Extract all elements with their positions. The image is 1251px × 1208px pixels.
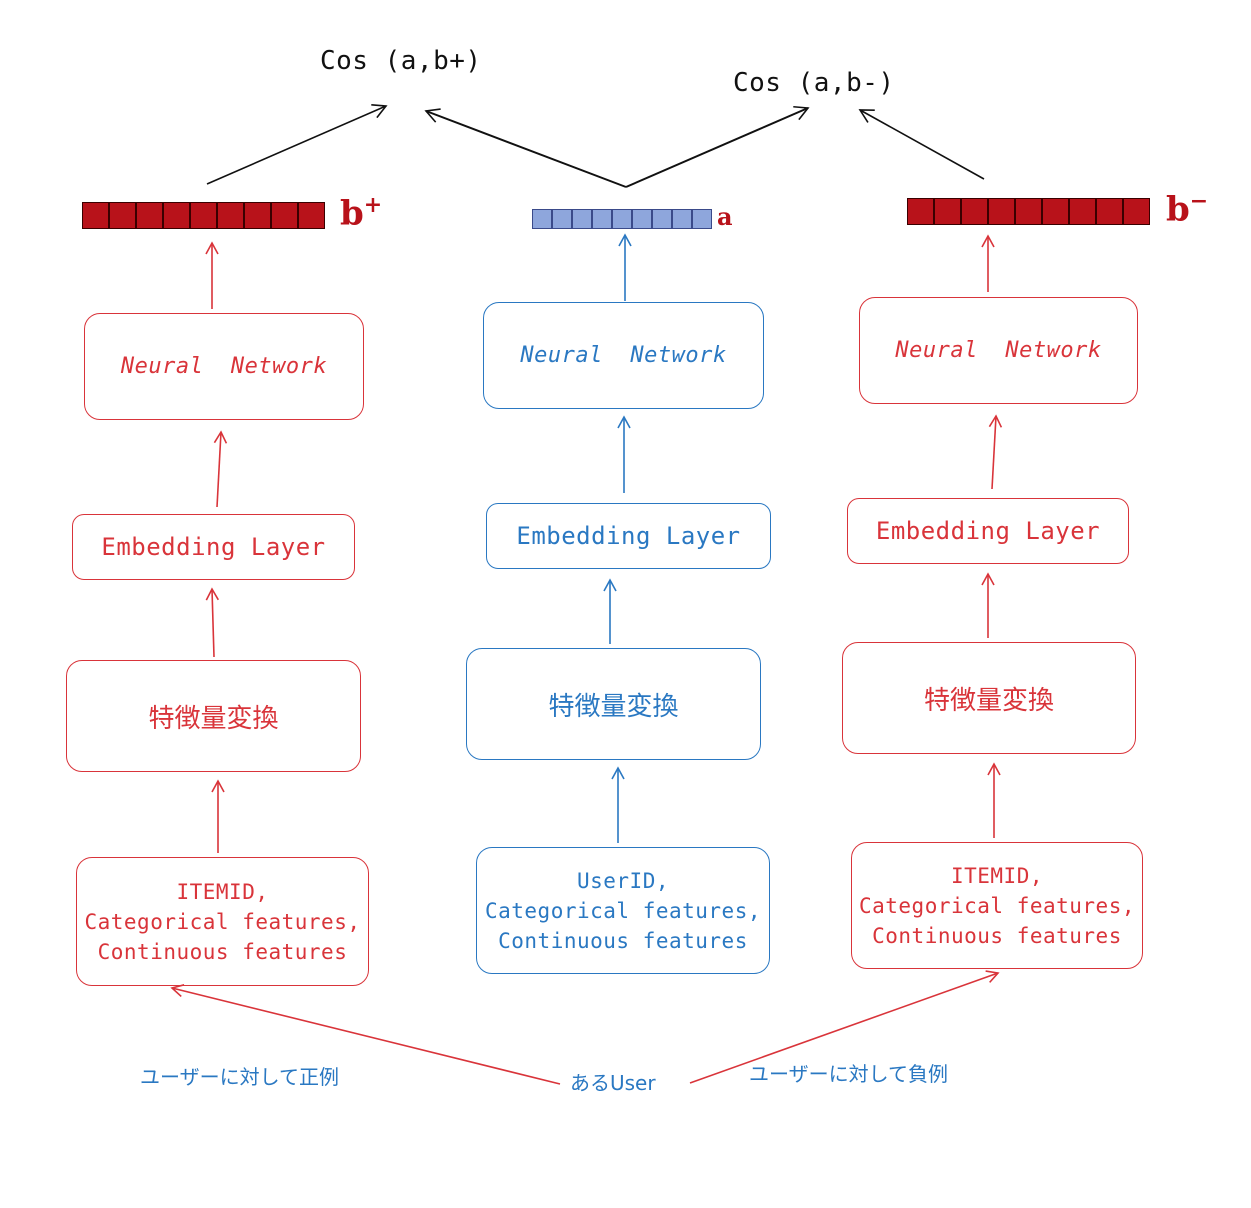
positive-example-label: ユーザーに対して正例 xyxy=(140,1065,339,1089)
arrow-right-emb-to-nn xyxy=(988,414,1003,490)
left-input-features-label: ITEMID, Categorical features, Continuous… xyxy=(84,879,361,964)
right-neural-network-label: Neural Network xyxy=(895,338,1102,363)
right-input-features-box: ITEMID, Categorical features, Continuous… xyxy=(851,842,1143,969)
anchor-vector-label: a xyxy=(717,202,733,231)
left-embedding-layer-box: Embedding Layer xyxy=(72,514,355,580)
center-feature-transform-box: 特徴量変換 xyxy=(466,648,761,760)
right-embedding-layer-box: Embedding Layer xyxy=(847,498,1129,564)
center-embedding-layer-box: Embedding Layer xyxy=(486,503,771,569)
left-embedding-layer-label: Embedding Layer xyxy=(101,533,326,561)
arrow-left-emb-to-nn xyxy=(213,430,228,508)
right-input-features-label: ITEMID, Categorical features, Continuous… xyxy=(858,863,1135,948)
right-neural-network-box: Neural Network xyxy=(859,297,1138,404)
center-embedding-layer-label: Embedding Layer xyxy=(516,522,741,550)
right-feature-transform-box: 特徴量変換 xyxy=(842,642,1136,754)
user-label: あるUser xyxy=(570,1071,656,1095)
arrow-a-to-cos-neg xyxy=(625,105,810,188)
right-embedding-layer-label: Embedding Layer xyxy=(875,517,1101,545)
center-feature-transform-label: 特徴量変換 xyxy=(548,691,679,722)
arrow-bpos-to-cos xyxy=(206,103,388,185)
left-feature-transform-box: 特徴量変換 xyxy=(66,660,361,772)
arrow-user-to-left-input xyxy=(170,984,561,1085)
anchor-user-vector xyxy=(532,209,712,229)
center-input-features-label: UserID, Categorical features, Continuous… xyxy=(484,868,761,953)
negative-vector-label: b− xyxy=(1166,188,1209,230)
left-feature-transform-label: 特徴量変換 xyxy=(148,703,279,734)
arrow-bneg-to-cos xyxy=(858,109,985,180)
right-feature-transform-label: 特徴量変換 xyxy=(923,685,1054,716)
left-neural-network-box: Neural Network xyxy=(84,313,364,420)
center-neural-network-label: Neural Network xyxy=(520,343,727,368)
arrow-user-to-right-input xyxy=(689,970,1000,1084)
arrow-a-to-cos-pos xyxy=(424,108,627,188)
left-neural-network-label: Neural Network xyxy=(120,354,328,379)
cos-negative-label: Cos (a,b-) xyxy=(733,68,895,98)
left-input-features-box: ITEMID, Categorical features, Continuous… xyxy=(76,857,369,986)
negative-item-vector xyxy=(907,198,1150,225)
center-neural-network-box: Neural Network xyxy=(483,302,764,409)
positive-item-vector xyxy=(82,202,325,229)
arrow-left-tr-to-emb xyxy=(205,587,220,658)
positive-vector-label: b+ xyxy=(340,192,383,234)
cos-positive-label: Cos (a,b+) xyxy=(320,46,482,76)
negative-example-label: ユーザーに対して負例 xyxy=(749,1062,948,1086)
center-input-features-box: UserID, Categorical features, Continuous… xyxy=(476,847,770,974)
